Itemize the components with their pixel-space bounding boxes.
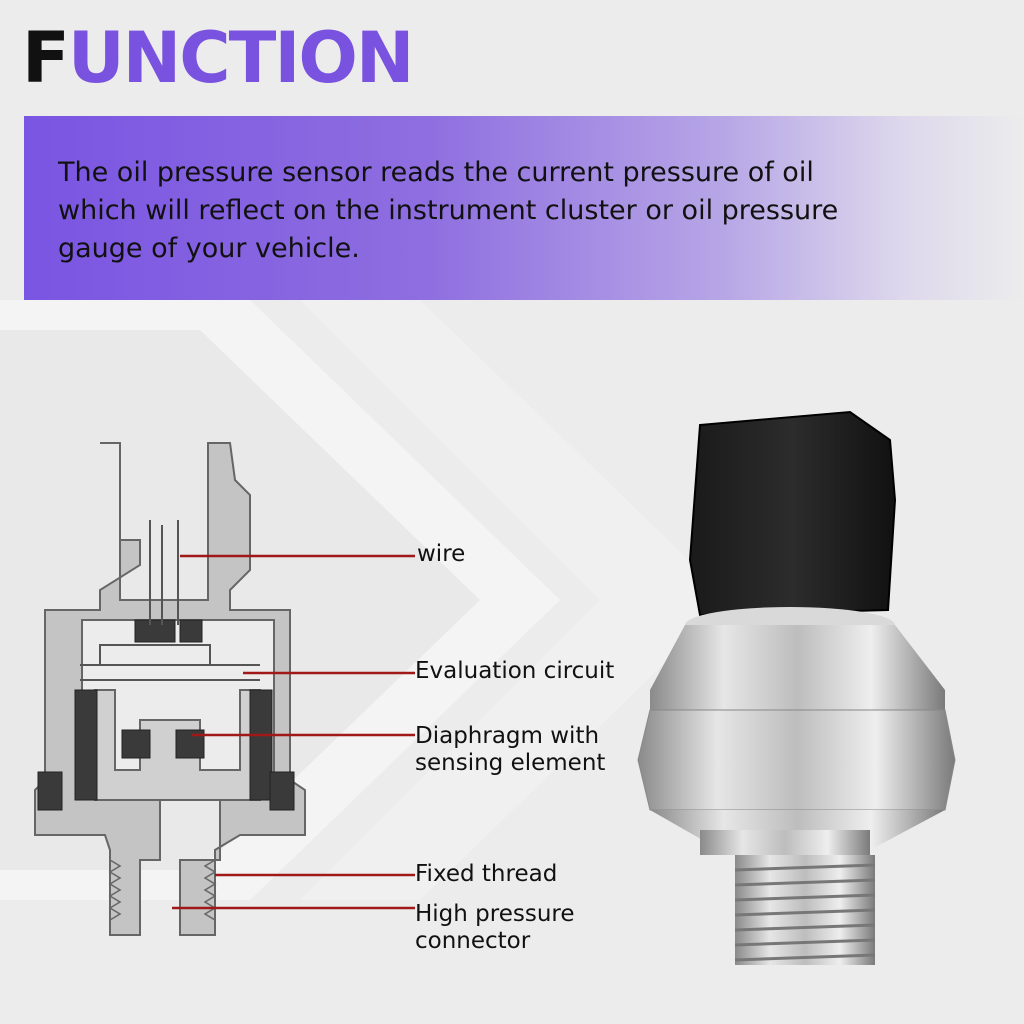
label-fixed-thread: Fixed thread bbox=[415, 861, 558, 887]
sensor-cross-section-diagram bbox=[34, 442, 415, 936]
title-first-letter: F bbox=[22, 17, 70, 99]
label-wire: wire bbox=[417, 541, 466, 567]
title-rest: UNCTION bbox=[67, 17, 415, 99]
label-diaphragm-line2: sensing element bbox=[415, 750, 606, 776]
description-banner: The oil pressure sensor reads the curren… bbox=[24, 116, 1024, 300]
description-text: The oil pressure sensor reads the curren… bbox=[58, 157, 839, 264]
label-evaluation-circuit: Evaluation circuit bbox=[415, 658, 615, 684]
label-high-pressure-line1: High pressure bbox=[415, 901, 575, 927]
label-diaphragm-line1: Diaphragm with bbox=[415, 723, 600, 749]
label-high-pressure-line2: connector bbox=[415, 928, 531, 954]
page-title: FUNCTION bbox=[22, 17, 415, 99]
oil-pressure-sensor-image bbox=[637, 410, 956, 965]
